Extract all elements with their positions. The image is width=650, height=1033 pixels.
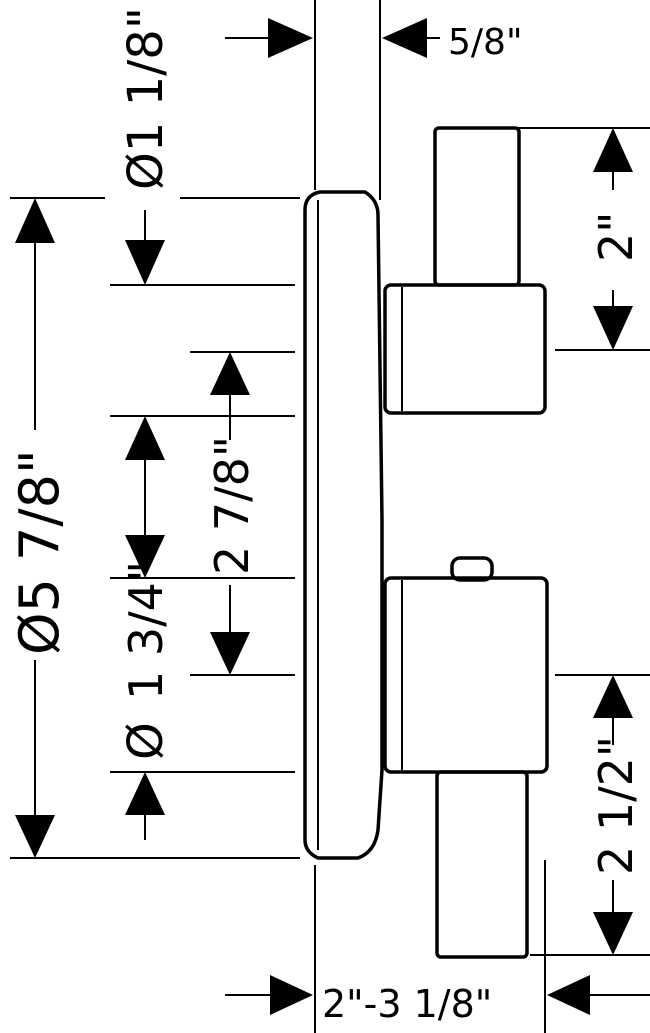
dim-large-knob-length: 2 1/2" [589, 675, 643, 955]
small-knob-diameter-label: Ø1 1/8" [118, 7, 174, 190]
dim-trim-diameter: Ø5 7/8" [8, 198, 71, 858]
dim-projection-range: 2"-3 1/8" [225, 975, 650, 1026]
extension-lines [10, 127, 650, 1033]
small-knob-length-label: 2" [589, 212, 643, 262]
trim-diameter-label: Ø5 7/8" [8, 449, 71, 655]
lower-lever [435, 770, 529, 959]
projection-range-label: 2"-3 1/8" [322, 982, 492, 1026]
dim-bottom-diameter: Ø [118, 722, 174, 840]
trim-plate [303, 0, 384, 1033]
dim-small-knob-length: 2" [589, 128, 643, 350]
dim-small-knob-diameter: Ø1 1/8" [118, 7, 174, 285]
upper-knob [383, 283, 547, 415]
bottom-diameter-symbol: Ø [118, 722, 174, 760]
dim-top-offset: 5/8" [225, 18, 523, 63]
center-distance-label: 2 7/8" [205, 436, 259, 575]
dim-center-distance: 2 7/8" [205, 352, 259, 675]
lower-knob [383, 556, 549, 774]
collar-size-label: 1 3/4" [119, 561, 173, 700]
dim-collar: 1 3/4" [119, 416, 173, 700]
top-offset-label: 5/8" [448, 22, 523, 63]
upper-lever [433, 126, 521, 287]
large-knob-length-label: 2 1/2" [589, 736, 643, 875]
